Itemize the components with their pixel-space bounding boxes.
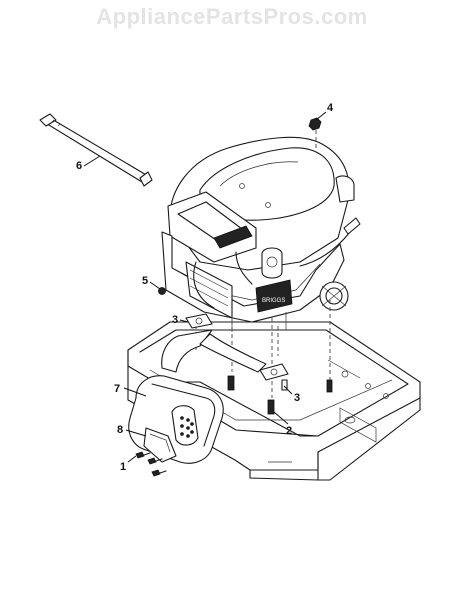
part-7-muffler [128,375,224,464]
callout-3-right: 3 [294,392,300,404]
callout-4: 4 [327,102,334,114]
exhaust-pipe [161,329,267,373]
part-1-screws [135,451,167,477]
watermark-logo: AppliancePartsPros.com [96,4,368,29]
heat-shield-holes [180,416,194,438]
callout-labels: 4 6 5 3 7 8 1 2 3 [76,102,334,473]
leader-lines [83,111,327,463]
callout-7: 7 [114,383,120,395]
callout-8: 8 [117,424,123,436]
callout-5: 5 [142,275,148,287]
part-4-nut [308,117,322,131]
callout-2: 2 [286,425,292,437]
part-3-gasket-left [185,313,213,329]
engine-assembly: BRIGGS [161,136,361,332]
part-6-dipstick-tube [39,113,153,187]
part-8-deflector [143,427,177,463]
part-3-gasket-right [259,363,289,381]
part-2-studs [227,375,333,415]
svg-text:BRIGGS: BRIGGS [262,298,285,304]
part-5-nut [158,287,166,295]
callout-1: 1 [120,461,126,473]
callout-6: 6 [76,160,82,172]
callout-3: 3 [172,314,178,326]
